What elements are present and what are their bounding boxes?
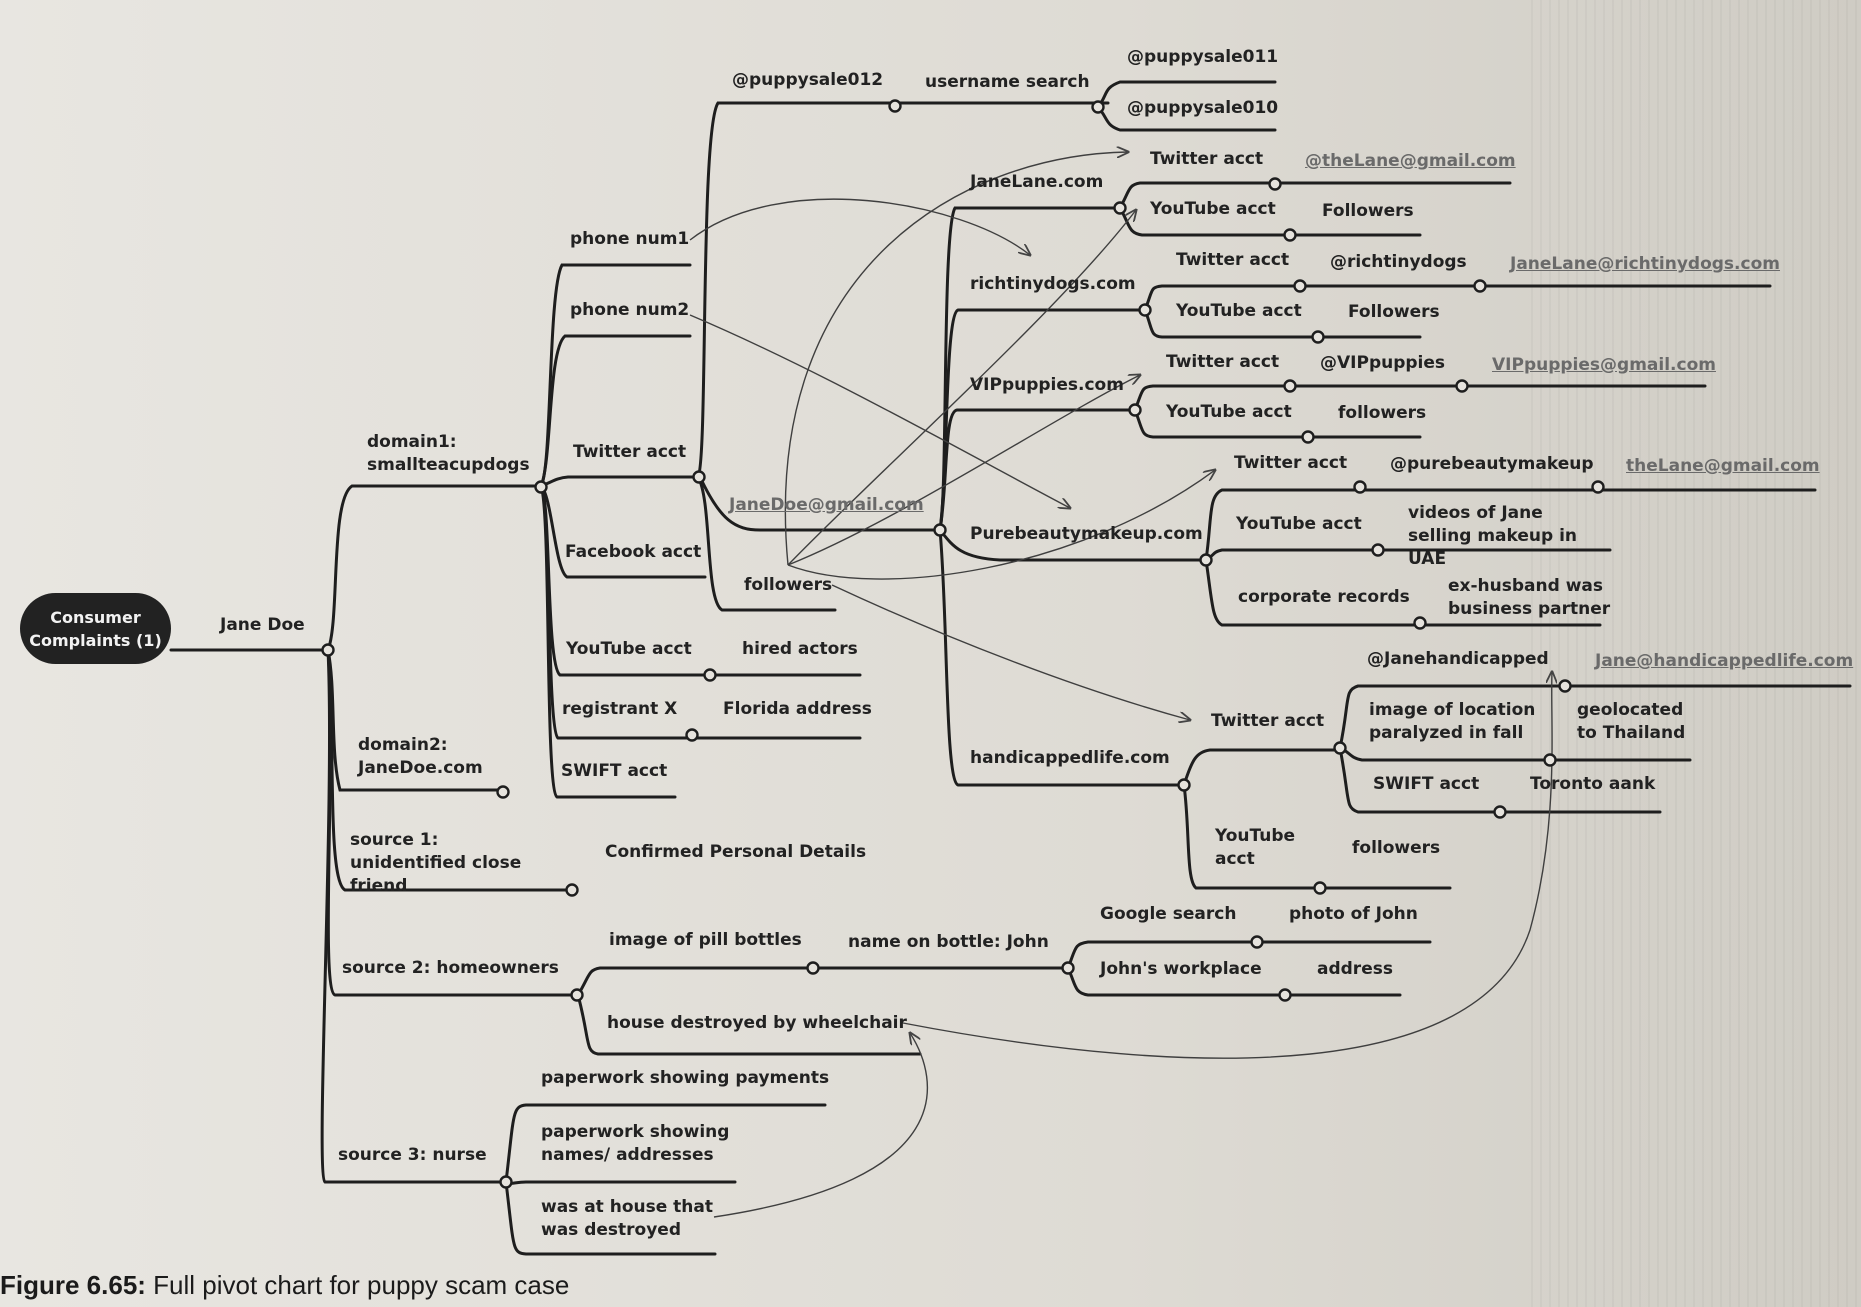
node-address[interactable]: address	[1317, 959, 1393, 979]
node-rt-followers[interactable]: Followers	[1348, 302, 1440, 322]
node-domain2[interactable]: domain2: JaneDoe.com	[358, 735, 483, 778]
node-florida[interactable]: Florida address	[723, 699, 872, 719]
node-rt-twitter[interactable]: Twitter acct	[1176, 250, 1290, 270]
node-vip-twitter[interactable]: Twitter acct	[1166, 352, 1280, 372]
node-pb-videos[interactable]: videos of Jane selling makeup in UAE	[1408, 503, 1578, 569]
node-hl-twitter[interactable]: Twitter acct	[1211, 711, 1325, 731]
node-followers[interactable]: followers	[744, 575, 833, 595]
arrow-followers-janelane-yt	[787, 210, 1136, 566]
node-hl-geo[interactable]: geolocated to Thailand	[1577, 700, 1686, 743]
node-source3[interactable]: source 3: nurse	[338, 1145, 487, 1165]
node-jl-youtube[interactable]: YouTube acct	[1150, 199, 1276, 219]
edge-source2	[326, 648, 582, 997]
node-jane-doe[interactable]: Jane Doe	[220, 615, 305, 635]
node-photo-john[interactable]: photo of John	[1289, 904, 1418, 924]
node-source1[interactable]: source 1: unidentified close friend	[350, 830, 522, 896]
arrow-followers-pure	[787, 470, 1215, 580]
arrow-wasat-house	[713, 1033, 928, 1218]
node-phone1[interactable]: phone num1	[570, 229, 690, 249]
node-handi[interactable]: handicappedlife.com	[970, 748, 1170, 768]
node-vip[interactable]: VIPpuppies.com	[970, 375, 1124, 395]
node-house[interactable]: house destroyed by wheelchair	[607, 1013, 907, 1033]
node-was-house[interactable]: was at house that was destroyed	[541, 1197, 714, 1240]
root-node-consumer-complaints[interactable]: Consumer Complaints (1)	[20, 593, 171, 664]
node-pb-email[interactable]: theLane@gmail.com	[1626, 456, 1820, 476]
node-google[interactable]: Google search	[1100, 904, 1237, 924]
node-twitter-acct[interactable]: Twitter acct	[573, 442, 687, 462]
edge-source3	[320, 648, 507, 1184]
node-pay[interactable]: paperwork showing payments	[541, 1068, 830, 1088]
arrow-phone2-pure	[689, 314, 1070, 508]
node-source2[interactable]: source 2: homeowners	[342, 958, 559, 978]
node-username-search[interactable]: username search	[925, 72, 1090, 92]
node-vip-handle[interactable]: @VIPpuppies	[1320, 353, 1446, 373]
node-janedoe-email[interactable]: JaneDoe@gmail.com	[729, 495, 924, 515]
node-puppysale012[interactable]: @puppysale012	[732, 70, 884, 90]
node-confirmed[interactable]: Confirmed Personal Details	[605, 842, 867, 862]
node-pb-corporate[interactable]: corporate records	[1238, 587, 1410, 607]
node-names[interactable]: paperwork showing names/ addresses	[541, 1122, 730, 1165]
node-pb-youtube[interactable]: YouTube acct	[1236, 514, 1362, 534]
node-jl-email[interactable]: @theLane@gmail.com	[1305, 151, 1516, 171]
node-puppysale011[interactable]: @puppysale011	[1127, 47, 1279, 67]
node-jl-twitter[interactable]: Twitter acct	[1150, 149, 1264, 169]
figure-title: Full pivot chart for puppy scam case	[153, 1270, 570, 1300]
node-pure[interactable]: Purebeautymakeup.com	[970, 524, 1203, 544]
node-vip-youtube[interactable]: YouTube acct	[1166, 402, 1292, 422]
arrow-phone1-richtiny	[689, 198, 1030, 255]
node-rt-email[interactable]: JaneLane@richtinydogs.com	[1510, 254, 1780, 274]
node-puppysale010[interactable]: @puppysale010	[1127, 98, 1279, 118]
node-swift[interactable]: SWIFT acct	[561, 761, 668, 781]
node-domain1[interactable]: domain1: smallteacupdogs	[367, 432, 530, 475]
node-pb-handle[interactable]: @purebeautymakeup	[1390, 454, 1594, 474]
edge-trunk-up	[326, 484, 547, 652]
node-rt-youtube[interactable]: YouTube acct	[1176, 301, 1302, 321]
node-phone2[interactable]: phone num2	[570, 300, 690, 320]
arrow-followers-hl	[831, 584, 1190, 720]
node-hl-followers[interactable]: followers	[1352, 838, 1441, 858]
node-pill[interactable]: image of pill bottles	[609, 930, 802, 950]
root-label: Consumer Complaints (1)	[29, 607, 162, 650]
node-richtiny[interactable]: richtinydogs.com	[970, 274, 1136, 294]
node-jl-followers[interactable]: Followers	[1322, 201, 1414, 221]
node-rt-handle[interactable]: @richtinydogs	[1330, 252, 1467, 272]
node-hl-handle[interactable]: @Janehandicapped	[1367, 649, 1549, 669]
node-hl-image[interactable]: image of location paralyzed in fall	[1369, 700, 1536, 743]
node-hl-toronto[interactable]: Toronto aank	[1530, 774, 1656, 794]
node-bottle-name[interactable]: name on bottle: John	[848, 932, 1049, 952]
arrow-followers-janelane-tw	[784, 152, 1128, 566]
node-janelane[interactable]: JaneLane.com	[970, 172, 1104, 192]
node-pb-husband[interactable]: ex-husband was business partner	[1448, 576, 1611, 619]
figure-number: Figure 6.65:	[0, 1270, 146, 1300]
node-youtube-acct[interactable]: YouTube acct	[566, 639, 692, 659]
node-pb-twitter[interactable]: Twitter acct	[1234, 453, 1348, 473]
node-hl-youtube[interactable]: YouTube acct	[1215, 826, 1296, 869]
arrow-followers-vip	[787, 375, 1140, 566]
node-registrant[interactable]: registrant X	[562, 699, 678, 719]
node-facebook-acct[interactable]: Facebook acct	[565, 542, 702, 562]
node-hl-swift[interactable]: SWIFT acct	[1373, 774, 1480, 794]
figure-caption: Figure 6.65: Full pivot chart for puppy …	[0, 1270, 569, 1301]
node-hired-actors[interactable]: hired actors	[742, 639, 858, 659]
node-hl-email[interactable]: Jane@handicappedlife.com	[1595, 651, 1854, 671]
node-workplace[interactable]: John's workplace	[1100, 959, 1262, 979]
node-vip-email[interactable]: VIPpuppies@gmail.com	[1492, 355, 1716, 375]
node-vip-followers[interactable]: followers	[1338, 403, 1427, 423]
